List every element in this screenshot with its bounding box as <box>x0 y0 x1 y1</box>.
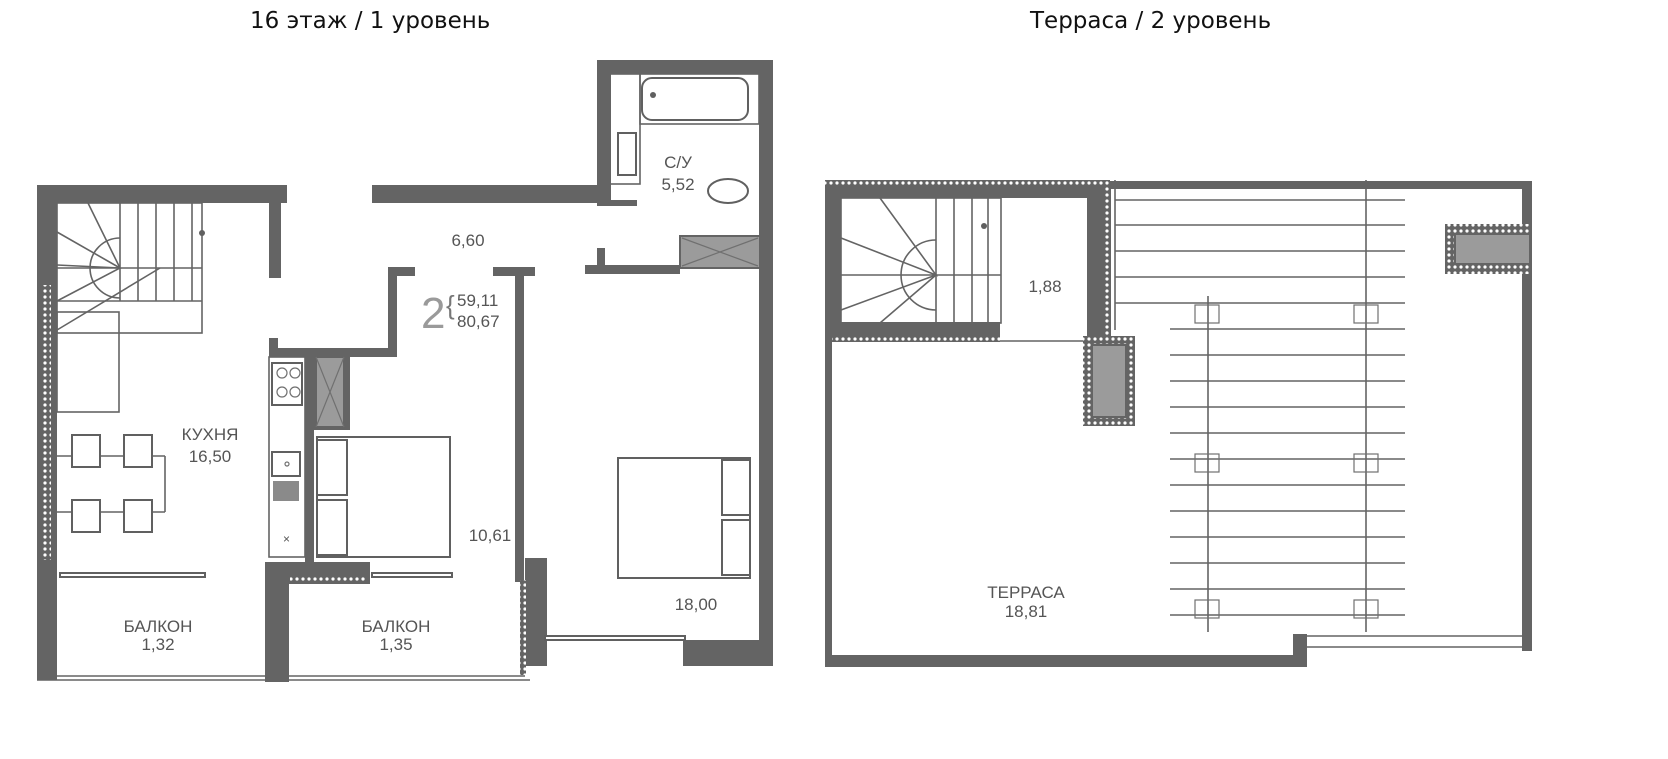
staircase-icon <box>56 202 205 413</box>
room-name-balcony-1: БАЛКОН <box>124 617 193 636</box>
sink-icon <box>617 132 637 176</box>
apartment-living-area: 59,11 <box>457 291 498 310</box>
room-name-balcony-2: БАЛКОН <box>362 617 431 636</box>
bathtub-icon <box>609 73 760 185</box>
room-area-stairwell: 1,88 <box>1028 277 1061 296</box>
svg-text:×: × <box>283 532 290 546</box>
bed-icon <box>316 436 451 558</box>
plan-title-level-2: Терраса / 2 уровень <box>1030 8 1272 34</box>
room-area-kitchen: 16,50 <box>189 447 232 466</box>
room-area-terrace: 18,81 <box>1005 602 1048 621</box>
room-area-balcony-2: 1,35 <box>379 635 412 654</box>
room-area-bedroom-2: 18,00 <box>675 595 718 614</box>
level-2-plan: 1,88 ТЕРРАСА 18,81 <box>825 180 1532 667</box>
toilet-icon <box>707 178 749 204</box>
svg-text:{: { <box>446 290 455 320</box>
pergola-icon <box>1114 180 1405 632</box>
room-name-bathroom: С/У <box>664 153 692 172</box>
bed-icon-2 <box>617 457 751 579</box>
room-area-bedroom-1: 10,61 <box>469 526 512 545</box>
kitchen-counter-icon: × <box>268 356 306 558</box>
staircase-icon-2 <box>840 197 1002 324</box>
room-name-kitchen: КУХНЯ <box>182 425 239 444</box>
apartment-total-area: 80,67 <box>457 312 500 331</box>
level-1-plan: × С/У 5,52 6,60 КУХНЯ 16, <box>37 60 773 682</box>
room-name-terrace: ТЕРРАСА <box>987 583 1065 602</box>
room-area-bathroom: 5,52 <box>661 175 694 194</box>
apartment-rooms-count: 2 <box>421 289 445 338</box>
plan-title-level-1: 16 этаж / 1 уровень <box>250 8 491 34</box>
room-area-hall: 6,60 <box>451 231 484 250</box>
dining-table-icon <box>57 434 166 533</box>
room-area-balcony-1: 1,32 <box>141 635 174 654</box>
